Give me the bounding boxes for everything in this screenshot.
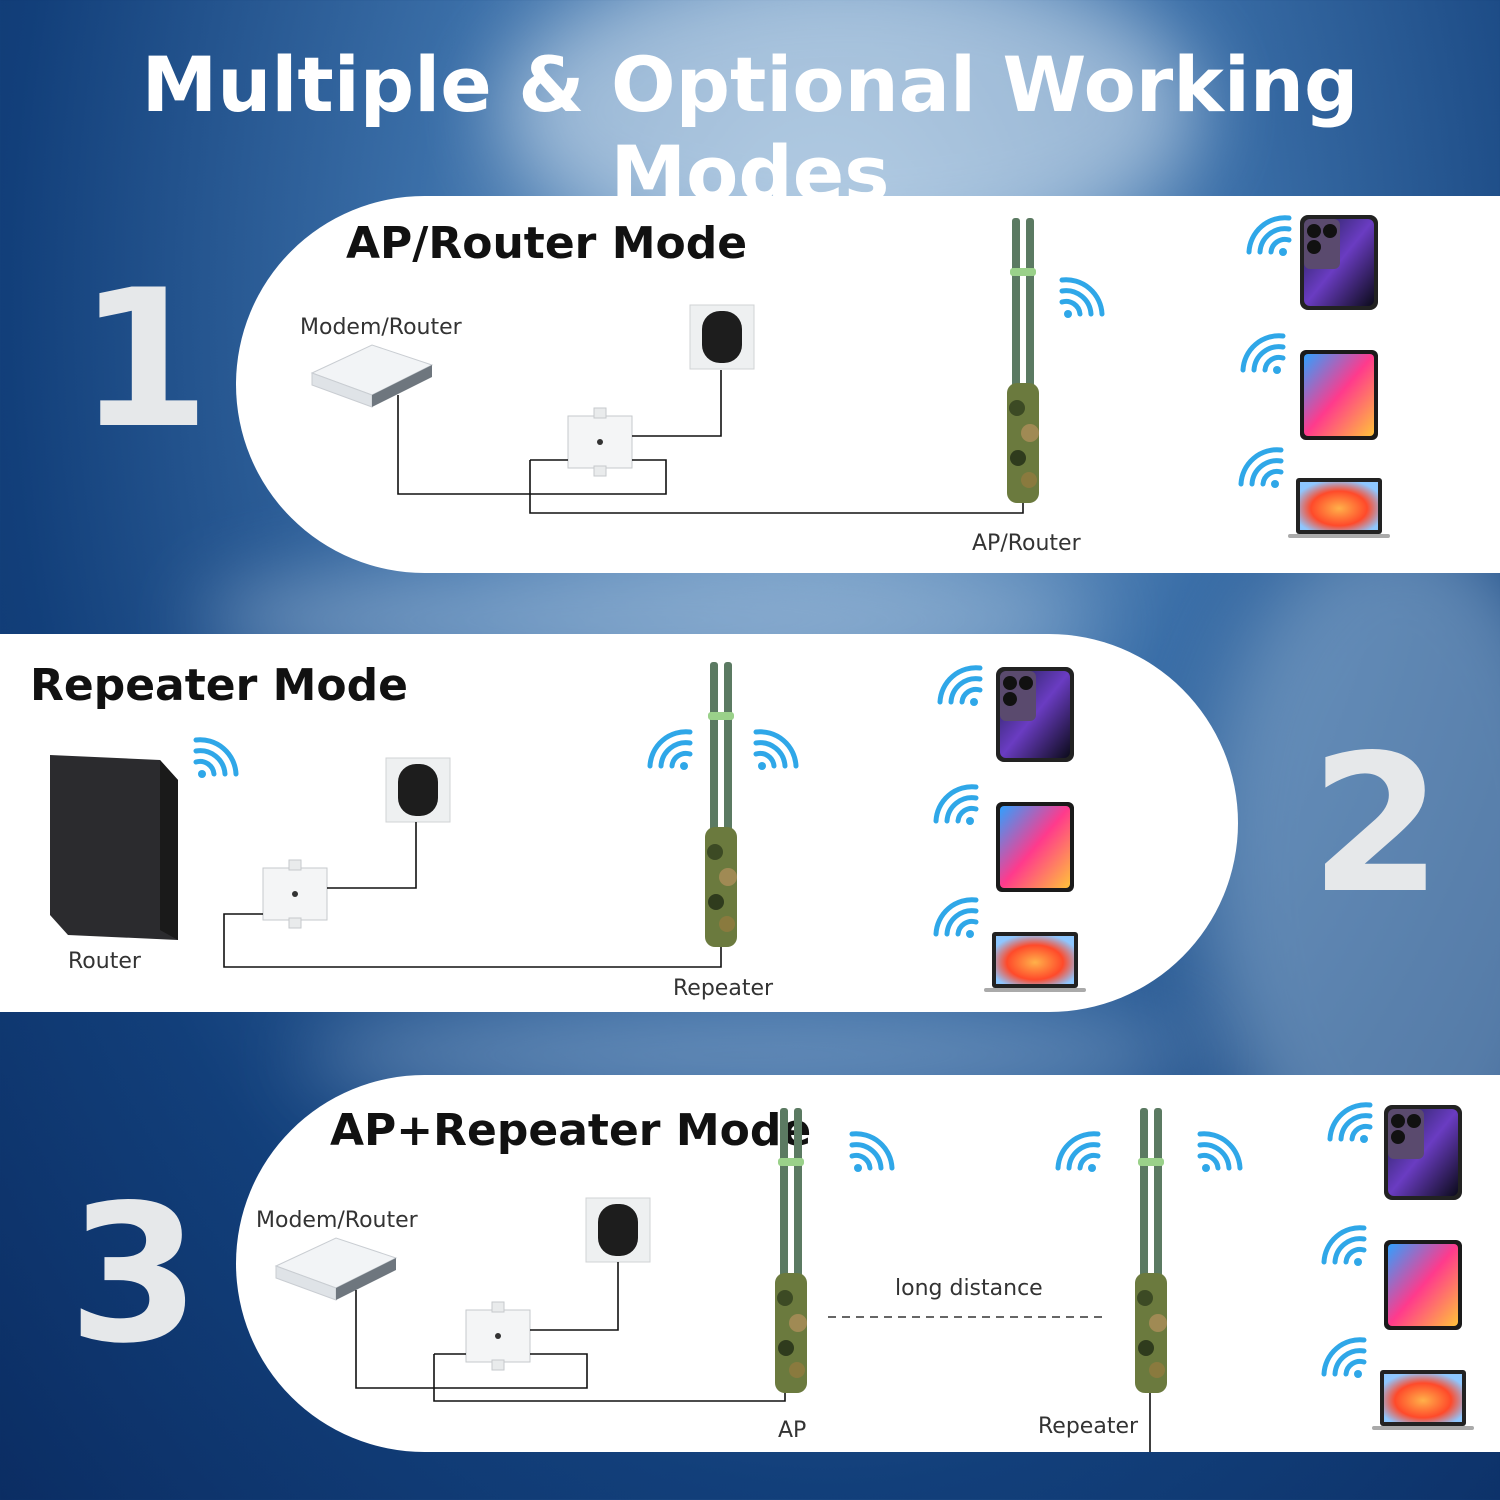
wifi-icon	[1330, 1105, 1370, 1143]
poe-injector-icon	[465, 1301, 531, 1371]
wifi-icon	[940, 668, 980, 706]
wifi-icon	[1200, 1134, 1240, 1172]
mode-panel-1	[236, 196, 1500, 573]
label-long-distance: long distance	[895, 1276, 1043, 1301]
mode-number-3: 3	[68, 1164, 201, 1385]
router-icon	[275, 1237, 397, 1301]
power-adapter-icon	[385, 757, 451, 823]
wifi-icon	[852, 1134, 892, 1172]
wifi-icon	[936, 787, 976, 825]
wifi-icon	[936, 900, 976, 938]
wifi-icon	[1062, 280, 1102, 318]
outdoor-ap-icon	[705, 662, 737, 947]
wifi-icon	[196, 740, 236, 778]
smartphone-icon	[996, 667, 1074, 762]
tablet-icon	[1300, 350, 1378, 440]
label-ap-router: AP/Router	[972, 531, 1081, 556]
label-ap-3: AP	[778, 1418, 807, 1443]
router-icon	[311, 344, 433, 408]
wifi-icon	[1249, 218, 1289, 256]
smartphone-icon	[1384, 1105, 1462, 1200]
label-repeater-2: Repeater	[673, 976, 774, 1001]
mode-title-2: Repeater Mode	[30, 660, 408, 711]
laptop-icon	[1372, 1370, 1474, 1430]
wifi-icon	[650, 732, 690, 770]
router-icon	[50, 755, 178, 940]
label-modem-router-1: Modem/Router	[300, 315, 462, 340]
tablet-icon	[1384, 1240, 1462, 1330]
laptop-icon	[1288, 478, 1390, 538]
page-title: Multiple & Optional Working Modes	[141, 40, 1359, 218]
outdoor-ap-icon	[1007, 218, 1039, 503]
wifi-icon	[1058, 1134, 1098, 1172]
poe-injector-icon	[262, 859, 328, 929]
wifi-icon	[1324, 1340, 1364, 1378]
mode-number-2: 2	[1310, 714, 1443, 935]
laptop-icon	[984, 932, 1086, 992]
power-adapter-icon	[689, 304, 755, 370]
tablet-icon	[996, 802, 1074, 892]
outdoor-ap-icon	[775, 1108, 807, 1393]
wifi-icon	[756, 732, 796, 770]
wifi-icon	[1324, 1228, 1364, 1266]
mode-title-1: AP/Router Mode	[346, 218, 748, 269]
poe-injector-icon	[567, 407, 633, 477]
label-repeater-3: Repeater	[1038, 1414, 1139, 1439]
wifi-icon	[1243, 336, 1283, 374]
label-router-2: Router	[68, 949, 141, 974]
mode-number-1: 1	[78, 249, 211, 470]
wifi-icon	[1241, 450, 1281, 488]
smartphone-icon	[1300, 215, 1378, 310]
mode-title-3: AP+Repeater Mode	[330, 1105, 812, 1156]
outdoor-ap-icon	[1135, 1108, 1167, 1393]
label-modem-router-3: Modem/Router	[256, 1208, 418, 1233]
power-adapter-icon	[585, 1197, 651, 1263]
